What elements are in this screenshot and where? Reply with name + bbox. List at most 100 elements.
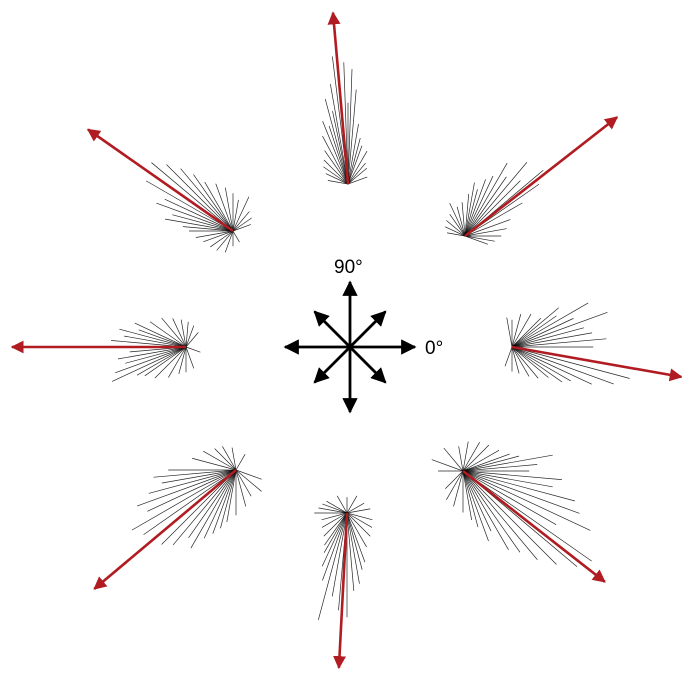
spike-line [511,312,608,348]
spike-line [449,214,466,237]
spike-line [172,214,234,232]
spike-line [190,469,237,549]
spike-line [462,442,480,472]
spike-line [161,317,187,348]
spike-line [464,162,508,237]
spike-line [322,121,349,185]
spike-line [511,346,549,378]
spike-line [185,332,199,348]
spike-line [164,218,234,232]
spike-line [232,217,252,232]
spike-line [204,181,234,232]
spike-line [232,199,239,232]
spike-line [347,162,366,185]
spike-line [328,125,349,185]
spike-line [232,211,250,232]
spike-line [323,512,348,537]
spike-line [225,187,234,232]
spike-line [231,447,237,471]
spike-line [462,470,472,521]
spike-line [172,318,187,348]
spike-line [462,470,492,532]
spike-line [346,512,363,570]
spike-line [224,230,234,253]
spike-line [462,470,562,480]
spike-line [318,507,348,514]
spike-line [161,469,237,545]
spike-line [449,203,466,237]
spike-line [347,176,368,185]
spike-line [138,329,187,348]
spike-line [185,325,195,348]
spike-line [203,450,237,471]
spike-line [346,502,365,514]
spike-line [347,123,359,185]
spike-line [511,307,559,348]
spike-line [347,138,361,185]
spike-line [506,317,513,348]
spike-line [146,180,234,232]
spike-line [112,346,187,382]
spike-line [456,206,466,237]
label-90-degrees: 90° [334,257,363,278]
spike-line [511,346,530,377]
spike-line [511,314,522,348]
spike-line [347,68,353,185]
cluster-right [504,302,682,385]
spike-line [180,319,187,348]
spike-line [327,180,349,185]
spike-line [462,470,521,553]
spike-line [215,183,234,232]
spike-line [462,454,553,472]
spike-line [323,159,349,185]
spike-line [185,321,189,348]
cluster-top [322,11,368,185]
spike-line [464,182,475,237]
cluster-bottom [314,495,373,670]
spike-line [235,469,247,507]
spike-line [324,98,349,185]
spike-line [326,500,348,514]
spike-line [136,346,187,376]
spike-line [462,470,575,502]
spike-line [462,450,500,472]
mean-vector-arrow [86,128,234,233]
spike-line [232,196,250,232]
spike-line [153,469,237,478]
direction-legend [283,280,417,414]
spike-line [156,202,234,232]
spike-line [464,219,511,237]
spike-line [464,202,523,237]
spike-line [446,470,464,500]
spike-line [511,346,563,383]
spike-line [212,469,237,534]
spike-line [136,469,237,507]
spike-line [193,174,234,232]
spike-line [143,469,237,535]
spike-line [149,321,187,348]
spike-line [232,230,240,243]
spike-line [323,166,349,185]
spike-line [235,469,262,480]
spike-line [462,453,510,472]
spike-line [192,458,237,471]
spike-line [346,512,360,584]
legend-arrow-225deg [313,346,351,384]
spike-line [347,145,363,185]
spike-line [134,322,187,348]
spike-line [511,327,585,348]
mean-vector-arrow [93,469,237,590]
spike-line [125,346,187,364]
spike-line [446,220,466,237]
spike-line [151,162,234,232]
spike-line [445,470,464,489]
spike-line [453,470,464,507]
spike-line [511,346,520,374]
spike-line [232,224,251,232]
spike-line [431,459,464,472]
spike-line [464,189,478,237]
spike-line [131,469,237,531]
spike-line [226,469,237,523]
spike-line [154,346,187,379]
